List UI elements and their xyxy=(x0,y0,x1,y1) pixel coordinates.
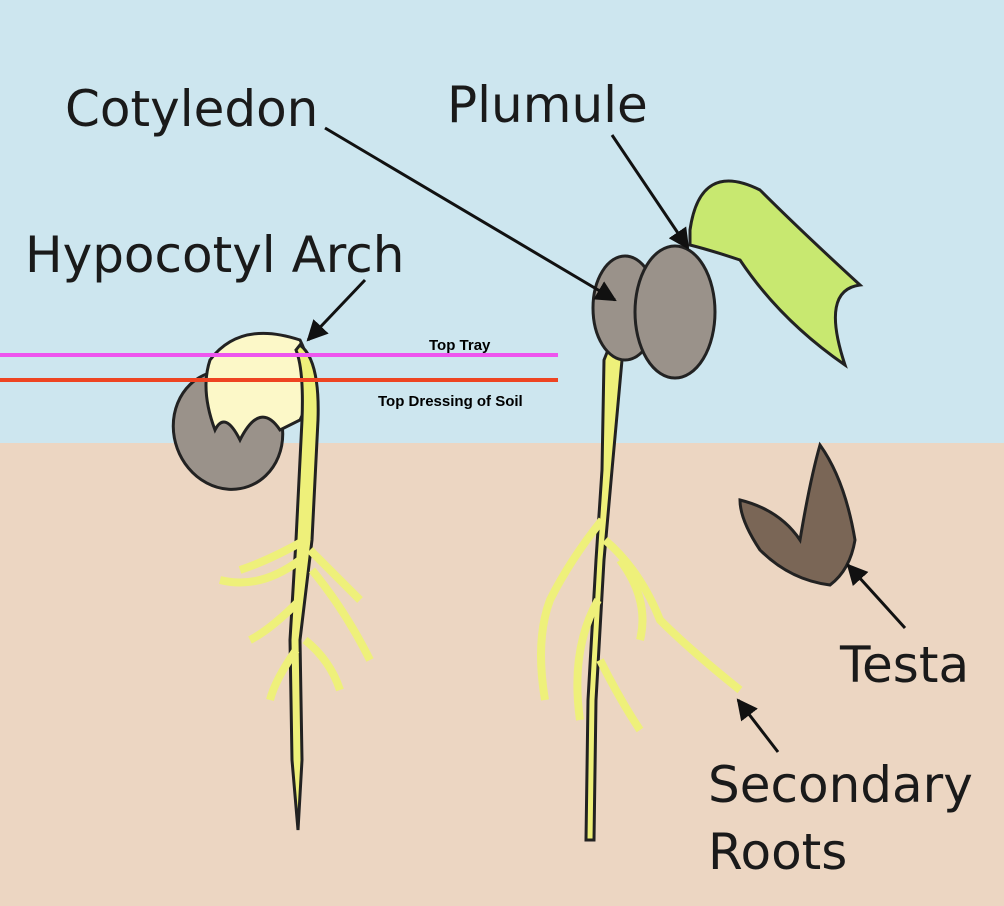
label-top-tray: Top Tray xyxy=(429,337,491,354)
label-plumule: Plumule xyxy=(447,76,648,134)
hypocotyl-arrow xyxy=(306,278,367,342)
testa-arrow xyxy=(846,563,907,630)
testa-shape xyxy=(738,441,857,587)
secondary-roots-arrow xyxy=(736,698,780,753)
label-testa: Testa xyxy=(840,636,970,694)
cotyledon-2 xyxy=(633,244,717,380)
plumule-arrow xyxy=(610,134,690,250)
roots-left xyxy=(219,536,374,702)
roots-right xyxy=(537,517,743,733)
label-hypocotyl-arch: Hypocotyl Arch xyxy=(25,226,405,284)
leaf-plumule xyxy=(688,179,864,369)
hypocotyl-arch-shape xyxy=(204,331,312,444)
label-secondary: Secondary xyxy=(708,756,973,814)
sky-background xyxy=(0,0,1004,443)
stem-left xyxy=(288,342,320,831)
cotyledon-arrow xyxy=(324,126,617,302)
label-top-dressing: Top Dressing of Soil xyxy=(378,393,523,410)
young-seedling xyxy=(171,331,374,831)
stem-right xyxy=(584,336,624,842)
label-roots: Roots xyxy=(708,823,848,881)
label-cotyledon: Cotyledon xyxy=(65,80,319,138)
